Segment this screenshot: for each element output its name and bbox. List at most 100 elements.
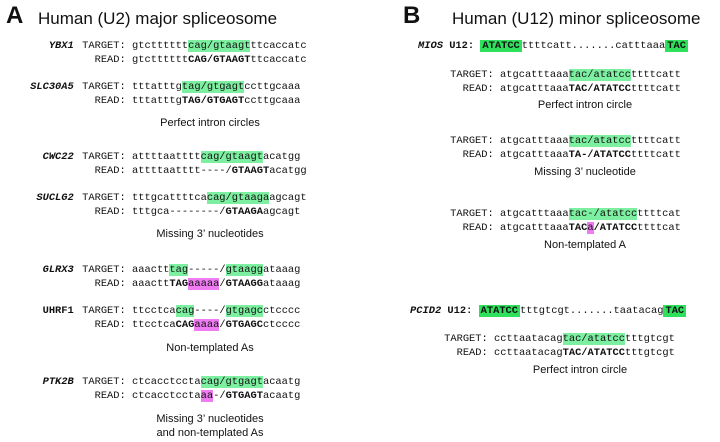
u12-seg-1: tttgtcgt.......taatacag: [520, 305, 664, 317]
read-seg-2: acatgg: [269, 165, 307, 177]
read-seg-1: GTAAGT: [231, 165, 270, 177]
read-seg-1: TAC: [568, 222, 588, 234]
target-seg-1: tag: [169, 264, 189, 276]
target-label: TARGET:: [450, 208, 500, 220]
target-label: TARGET:: [82, 40, 132, 52]
target-label: TARGET:: [82, 192, 132, 204]
read-seg-2: agcagt: [262, 206, 301, 218]
read-label: READ:: [462, 222, 500, 234]
read-line: READ: atgcatttaaaTACa/ATATCCttttcat: [448, 221, 681, 235]
target-label: TARGET:: [82, 305, 132, 317]
gene-label: PCID2: [410, 305, 448, 317]
target-seg-0: atgcatttaaa: [500, 69, 569, 81]
read-seg-5: ataaag: [263, 278, 301, 290]
target-label: TARGET:: [450, 69, 500, 81]
alignment-cwc22: CWC22 TARGET: attttaattttcag/gtaagtacatg…: [22, 150, 307, 178]
target-seg-0: attttaatttt: [132, 151, 201, 163]
target-line: UHRF1 TARGET: ttcctcacag----/gtgagcctccc…: [22, 304, 300, 318]
target-seg-4: ataaag: [262, 264, 301, 276]
gene-label: UHRF1: [42, 305, 80, 317]
target-seg-1: tac/atatcc: [568, 135, 631, 147]
read-label: READ:: [94, 278, 132, 290]
target-seg-0: tttatttg: [132, 81, 182, 93]
target-seg-0: gtctttttt: [132, 40, 189, 52]
target-label: TARGET:: [444, 333, 494, 345]
caption-b-perfect-intron-circle: Perfect intron circle: [537, 99, 633, 111]
read-seg-3: /ATATCC: [593, 222, 638, 234]
read-seg-0: tttgca--------/: [132, 206, 226, 218]
target-label: TARGET:: [450, 135, 500, 147]
read-line: READ: atgcatttaaaTA-/ATATCCttttcatt: [448, 148, 681, 162]
read-label: READ:: [94, 95, 132, 107]
target-label: TARGET:: [82, 151, 132, 163]
target-seg-2: acatgg: [262, 151, 301, 163]
target-seg-2: agcagt: [269, 192, 307, 204]
alignment-ptk2b: PTK2B TARGET: ctcacctcctacag/gtgagtacaat…: [22, 375, 300, 403]
read-seg-2: a: [587, 222, 594, 234]
read-seg-1: GTAAGA: [225, 206, 263, 218]
read-seg-0: gtctttttt: [132, 54, 189, 66]
target-seg-2: ----/: [194, 305, 226, 317]
read-seg-0: ctcacctccta: [132, 390, 201, 402]
target-line: TARGET: atgcatttaaatac/atatccttttcatt: [448, 68, 681, 82]
read-seg-1: TAG: [169, 278, 189, 290]
u12-seg-0: ATATCC: [480, 40, 522, 52]
read-seg-0: attttaatttt----/: [132, 165, 232, 177]
read-seg-4: GTGAGC: [225, 319, 263, 331]
target-line: GLRX3 TARGET: aaactttag-----/gtaaggataaa…: [22, 263, 300, 277]
gene-label: PTK2B: [42, 376, 80, 388]
alignment-ybx1: YBX1 TARGET: gtcttttttcag/gtaagtttcaccat…: [22, 39, 307, 67]
target-seg-0: atgcatttaaa: [500, 135, 569, 147]
gene-label: CWC22: [42, 151, 80, 163]
read-label: READ:: [462, 149, 500, 161]
target-line: TARGET: atgcatttaaatac-/atatccttttcat: [448, 207, 681, 221]
read-seg-0: aaactt: [132, 278, 170, 290]
caption-perfect-intron-circles: Perfect intron circles: [160, 117, 260, 129]
target-seg-0: ttcctca: [132, 305, 176, 317]
u12-label: U12:: [449, 40, 481, 52]
read-seg-0: atgcatttaaa: [500, 222, 569, 234]
read-seg-0: atgcatttaaa: [500, 83, 569, 95]
read-line: READ: attttaatttt----/GTAAGTacatgg: [22, 164, 307, 178]
target-seg-1: cag: [175, 305, 195, 317]
target-seg-3: gtgagc: [225, 305, 263, 317]
target-seg-1: cag/gtaaga: [206, 192, 270, 204]
target-seg-1: cag/gtaagt: [188, 40, 251, 52]
read-seg-4: GTAAGG: [225, 278, 263, 290]
read-label: READ:: [94, 206, 132, 218]
target-line: CWC22 TARGET: attttaattttcag/gtaagtacatg…: [22, 150, 307, 164]
target-seg-3: gtaagg: [225, 264, 263, 276]
target-seg-0: ccttaatacag: [494, 333, 563, 345]
caption-missing-and-non-templated-1: Missing 3’ nucleotides: [156, 413, 264, 425]
caption-missing-3-nucleotides: Missing 3’ nucleotides: [156, 228, 264, 240]
read-seg-1: TAC/ATATCC: [568, 83, 631, 95]
caption-missing-3-nucleotide: Missing 3’ nucleotide: [534, 166, 636, 178]
target-seg-1: tag/gtgagt: [181, 81, 245, 93]
u12-seg-2: TAC: [663, 305, 687, 317]
read-line: READ: aaacttTAGaaaaa/GTAAGGataaag: [22, 277, 300, 291]
target-seg-2: ttttcat: [637, 208, 681, 220]
gene-label: GLRX3: [42, 264, 80, 276]
target-seg-2: -----/: [188, 264, 226, 276]
read-label: READ:: [94, 54, 132, 66]
target-line: TARGET: ccttaatacagtac/atatcctttgtcgt: [442, 332, 675, 346]
read-seg-1: TAG/GTGAGT: [181, 95, 245, 107]
read-seg-3: GTGAGT: [225, 390, 263, 402]
caption-non-templated-as: Non-templated As: [166, 342, 254, 354]
read-seg-0: ccttaatacag: [494, 347, 563, 359]
target-line: YBX1 TARGET: gtcttttttcag/gtaagtttcaccat…: [22, 39, 307, 53]
read-line: READ: tttgca--------/GTAAGAagcagt: [22, 205, 307, 219]
read-seg-0: ttcctca: [132, 319, 176, 331]
target-label: TARGET:: [82, 376, 132, 388]
panel-a-letter: A: [6, 2, 24, 29]
alignment-suclg2: SUCLG2 TARGET: tttgcattttcacag/gtaagaagc…: [22, 191, 307, 219]
alignment-slc30a5: SLC30A5 TARGET: tttatttgtag/gtgagtccttgc…: [22, 80, 300, 108]
read-seg-0: atgcatttaaa: [500, 149, 569, 161]
target-label: TARGET:: [82, 81, 132, 93]
panel-a-title: Human (U2) major spliceosome: [38, 9, 278, 28]
read-label: READ:: [94, 390, 132, 402]
